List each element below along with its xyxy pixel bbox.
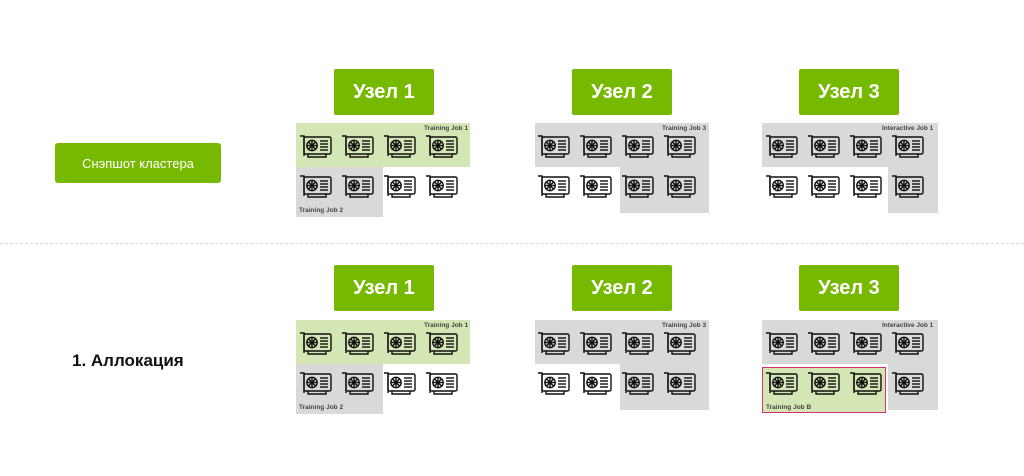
- gpu-card-icon: [662, 369, 698, 397]
- gpu-card-icon: [890, 329, 926, 357]
- gpu-card-icon: [806, 329, 842, 357]
- job-label: Interactive Job 1: [882, 125, 934, 132]
- gpu-card-icon: [382, 369, 418, 397]
- allocation-label: 1. Аллокация: [72, 351, 184, 370]
- job-area-training-job-2: [296, 364, 383, 414]
- gpu-card-icon: [620, 369, 656, 397]
- gpu-card-icon: [764, 329, 800, 357]
- cluster-snapshot-label: Снэпшот кластера: [55, 143, 221, 183]
- job-label: Training Job 1: [424, 125, 469, 132]
- node-1-title: Узел 1: [334, 265, 434, 311]
- gpu-card-icon: [536, 329, 572, 357]
- gpu-card-icon: [578, 329, 614, 357]
- node-3-title: Узел 3: [799, 69, 899, 115]
- job-label: Training Job 3: [662, 322, 707, 329]
- job-label: Interactive Job 1: [882, 322, 934, 329]
- gpu-card-icon: [620, 132, 656, 160]
- gpu-card-icon: [578, 132, 614, 160]
- gpu-card-icon: [848, 132, 884, 160]
- gpu-card-icon: [662, 132, 698, 160]
- gpu-card-icon: [764, 369, 800, 397]
- gpu-card-icon: [298, 172, 334, 200]
- node-1-title: Узел 1: [334, 69, 434, 115]
- gpu-card-icon: [424, 132, 460, 160]
- gpu-card-icon: [848, 369, 884, 397]
- job-label: Training Job 2: [299, 207, 344, 214]
- gpu-card-icon: [382, 132, 418, 160]
- gpu-card-icon: [536, 369, 572, 397]
- gpu-card-icon: [620, 172, 656, 200]
- gpu-card-icon: [806, 369, 842, 397]
- gpu-card-icon: [890, 172, 926, 200]
- gpu-card-icon: [424, 329, 460, 357]
- job-label: Training Job B: [766, 404, 812, 411]
- gpu-card-icon: [536, 132, 572, 160]
- gpu-card-icon: [890, 369, 926, 397]
- gpu-card-icon: [298, 329, 334, 357]
- row-divider: [0, 243, 1024, 244]
- gpu-card-icon: [578, 172, 614, 200]
- job-label: Training Job 1: [424, 322, 469, 329]
- gpu-card-icon: [340, 172, 376, 200]
- node-3-title: Узел 3: [799, 265, 899, 311]
- gpu-card-icon: [382, 172, 418, 200]
- gpu-card-icon: [424, 369, 460, 397]
- gpu-card-icon: [620, 329, 656, 357]
- gpu-card-icon: [340, 132, 376, 160]
- gpu-card-icon: [764, 172, 800, 200]
- gpu-card-icon: [764, 132, 800, 160]
- gpu-card-icon: [578, 369, 614, 397]
- gpu-card-icon: [536, 172, 572, 200]
- gpu-card-icon: [848, 172, 884, 200]
- job-area-training-job-2: [296, 167, 383, 217]
- gpu-card-icon: [806, 172, 842, 200]
- gpu-card-icon: [340, 369, 376, 397]
- gpu-card-icon: [662, 172, 698, 200]
- gpu-card-icon: [848, 329, 884, 357]
- gpu-card-icon: [298, 132, 334, 160]
- gpu-card-icon: [806, 132, 842, 160]
- gpu-card-icon: [340, 329, 376, 357]
- gpu-card-icon: [382, 329, 418, 357]
- gpu-card-icon: [662, 329, 698, 357]
- job-label: Training Job 2: [299, 404, 344, 411]
- gpu-card-icon: [424, 172, 460, 200]
- gpu-card-icon: [298, 369, 334, 397]
- node-2-title: Узел 2: [572, 69, 672, 115]
- job-label: Training Job 3: [662, 125, 707, 132]
- gpu-card-icon: [890, 132, 926, 160]
- node-2-title: Узел 2: [572, 265, 672, 311]
